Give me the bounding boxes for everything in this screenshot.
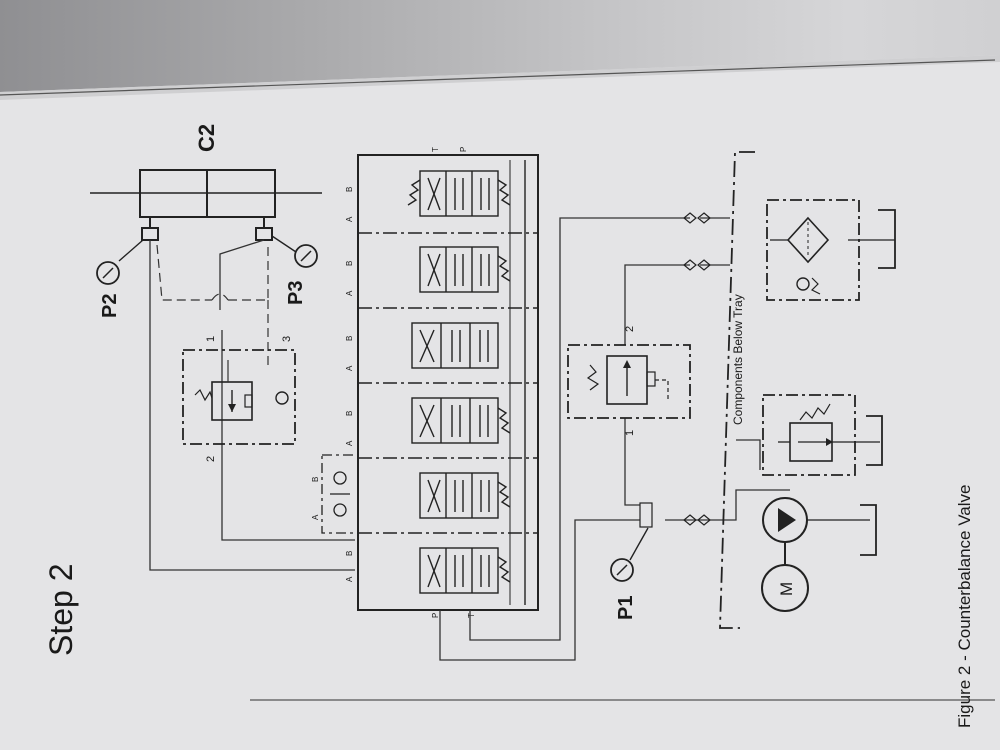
port-b-label-2: B: [345, 261, 354, 266]
port-p-label: P: [459, 147, 468, 152]
paper-sheet: [0, 55, 1000, 750]
cbv-port2: 2: [205, 456, 217, 462]
port-a-label-3: A: [345, 365, 354, 371]
port-a-label-2: A: [345, 290, 354, 296]
gauge-p3-label: P3: [285, 281, 307, 305]
gauge-p3: P3: [285, 244, 318, 305]
port-p-label-2: P: [431, 613, 440, 618]
port-a-label: A: [345, 216, 354, 222]
port-b-label-6: B: [345, 551, 354, 556]
port-t-label-2: T: [467, 613, 476, 618]
valve-port-letters: A B A B A B A B A B A B T P P T: [311, 147, 476, 618]
filter-tank-bracket: [878, 209, 896, 269]
components-note: Components Below Tray: [731, 294, 745, 425]
filter-unit: [766, 199, 860, 301]
counterbalance-valve: 1 2 3: [182, 336, 296, 462]
check-valve-module: [321, 454, 359, 534]
port-a-label-6: A: [345, 576, 354, 582]
port-t-label: T: [431, 147, 440, 152]
port-b-label: B: [345, 187, 354, 192]
supply-lines: [439, 217, 790, 661]
cylinder-lines: [149, 239, 355, 571]
relief-tank-bracket: [866, 415, 883, 466]
directional-valve-5: [419, 472, 511, 519]
main-relief-valve: [762, 394, 880, 476]
port-a-label-4: A: [345, 440, 354, 446]
relief-port1: 1: [624, 430, 636, 436]
relief-port2: 2: [624, 326, 636, 332]
step-title: Step 2: [43, 563, 79, 656]
port-a-label-5: A: [311, 514, 320, 520]
cbv-port3: 3: [281, 336, 293, 342]
frame-top-line: [0, 59, 996, 96]
directional-valve-3: [411, 322, 499, 369]
port-b-label-4: B: [345, 411, 354, 416]
port-b-label-5: B: [311, 477, 320, 482]
electric-motor: M: [761, 564, 809, 612]
pump-tank-bracket: [860, 504, 877, 556]
valve-section-dividers: [358, 232, 538, 534]
tray-boundary: [719, 151, 755, 629]
gauge-p2-label: P2: [99, 294, 121, 318]
directional-valve-1: [407, 170, 511, 217]
directional-valve-4: [411, 397, 511, 444]
motor-label: M: [777, 582, 796, 596]
directional-valve-6: [419, 547, 511, 594]
pilot-lines: [156, 244, 269, 370]
cbv-port1: 1: [205, 336, 217, 342]
gauge-p1-label: P1: [615, 596, 637, 620]
quick-couplers: [639, 212, 711, 528]
relief-valve: 1 2: [567, 326, 691, 436]
valve-stack: A B A B A B A B A B A B T P P T: [311, 147, 539, 618]
gauge-p2: P2: [96, 261, 121, 318]
cylinder-c2: [90, 169, 322, 241]
port-b-label-3: B: [345, 336, 354, 341]
figure-caption: Figure 2 - Counterbalance Valve: [955, 485, 974, 729]
gauge-p1: P1: [610, 558, 637, 620]
directional-valve-2: [419, 246, 511, 293]
cylinder-label: C2: [194, 124, 219, 152]
